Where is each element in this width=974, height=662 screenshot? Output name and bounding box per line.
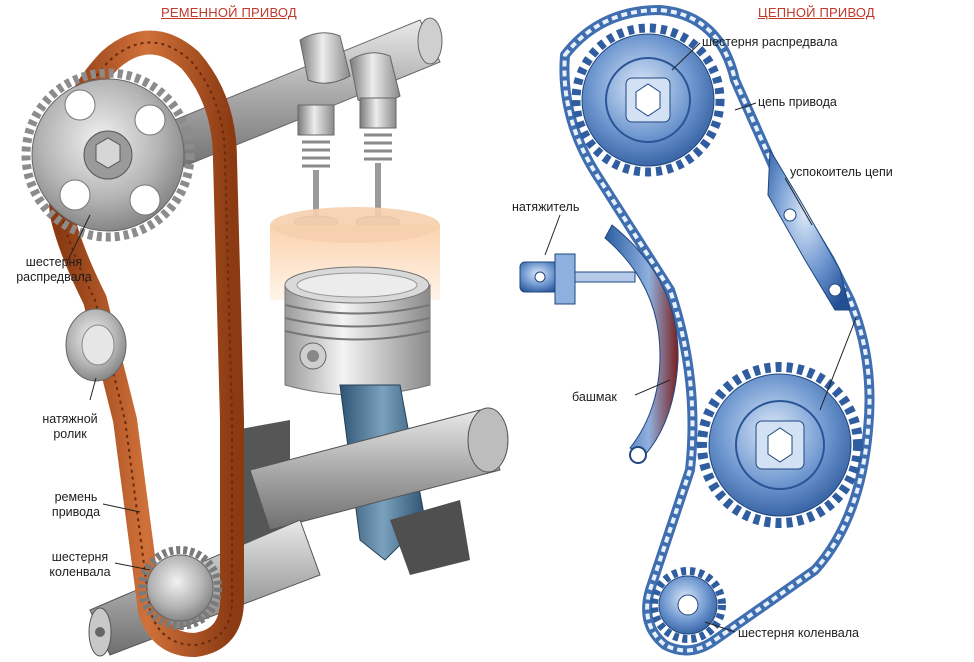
chain-crank-sprocket (650, 567, 726, 643)
chain-intermediate-sprocket (697, 362, 863, 528)
drive-belt-label-line2: привода (51, 505, 101, 519)
tensioner-roller (65, 308, 127, 382)
drive-belt-label: ремень привода (40, 490, 112, 520)
shoe-label: башмак (572, 390, 617, 404)
tensioner-shoe (604, 224, 679, 464)
belt-crank-gear-label-line1: шестерня (51, 550, 109, 564)
chain-damper (767, 148, 851, 311)
chain-drive-title: ЦЕПНОЙ ПРИВОД (758, 5, 875, 20)
belt-crank-gear (138, 546, 222, 630)
belt-cam-gear-label-line1: шестерня (25, 255, 83, 269)
tensioner-roller-label-line1: натяжной (42, 412, 98, 426)
chain-leader-lines (544, 42, 857, 633)
chain-tensioner (519, 253, 636, 305)
tensioner-roller-label-line2: ролик (53, 427, 87, 441)
chain-drive-illustration (519, 5, 875, 656)
chain-damper-label: успокоитель цепи (790, 165, 893, 179)
belt-drive-title: РЕМЕННОЙ ПРИВОД (161, 5, 297, 20)
drive-belt-label-line1: ремень (54, 490, 98, 504)
chain-tensioner-label: натяжитель (512, 200, 580, 214)
chain-crank-gear-label: шестерня коленвала (738, 626, 859, 640)
tensioner-roller-label: натяжной ролик (30, 412, 110, 442)
chain-camshaft-sprocket (571, 23, 725, 177)
drive-chain (559, 5, 875, 656)
belt-crank-gear-label: шестерня коленвала (40, 550, 120, 580)
belt-crank-gear-label-line2: коленвала (49, 565, 111, 579)
belt-drive-illustration (21, 17, 509, 657)
chain-cam-gear-label: шестерня распредвала (702, 35, 838, 49)
belt-cam-gear-label: шестерня распредвала (8, 255, 100, 285)
belt-camshaft-gear (21, 68, 195, 242)
belt-leader-lines (67, 214, 151, 571)
chain-label: цепь привода (758, 95, 837, 109)
belt-cam-gear-label-line2: распредвала (16, 270, 92, 284)
